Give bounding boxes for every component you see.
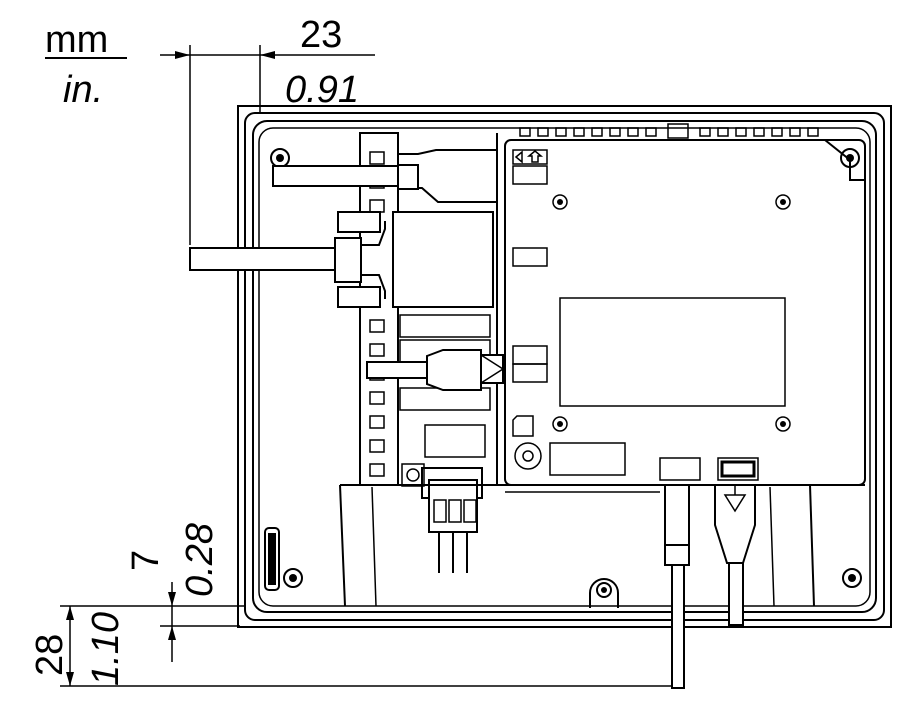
dimension-connector-depth: 23 0.91 [160,14,375,245]
dimension-total-depth: 28 1.10 [29,605,672,687]
housing-outer [237,105,892,628]
housing-inner-2 [258,127,871,607]
sd-slot [512,415,534,437]
housing-rim [244,112,885,621]
label-plate [549,442,626,476]
usb-cables [664,484,756,689]
screw-icon [552,194,568,210]
center-screw-icon [589,578,619,608]
side-connector-block [392,211,494,308]
top-cable-connector [272,149,496,203]
dimension-mm-value: 7 [125,550,167,571]
arrow-symbol-icon [512,149,548,165]
dimension-in-value: 0.91 [285,69,359,111]
plug-terminal [401,463,483,573]
screw-icon [552,416,568,432]
label-plate [512,247,548,267]
dimension-mm-value: 23 [300,14,342,56]
label-plate [512,345,548,365]
unit-mm: mm [45,19,108,61]
side-plug [334,237,362,283]
unit-in: in. [63,69,103,111]
label-plate [512,363,548,383]
dimension-in-value: 0.28 [179,523,221,597]
dimension-bezel-offset: 7 0.28 [125,523,245,662]
latch-slot [264,527,280,591]
dimension-in-value: 1.10 [85,612,127,686]
usb-cable-2 [728,562,744,626]
board-cover [504,123,866,486]
corner-screw-icon [270,148,290,168]
usb-port [659,457,701,481]
vent-slots [519,123,819,139]
usb-plug [664,484,690,566]
housing [237,105,892,628]
dimension-mm-value: 28 [29,634,71,676]
board-cover-outline [504,139,866,486]
arrowhead-left [175,51,190,59]
top-cable [272,165,419,187]
corner-screw-icon [842,568,862,588]
middle-cable-connector [366,349,505,391]
side-cable-body [189,247,336,271]
middle-cable [366,361,428,379]
side-cable [189,211,494,308]
usb-plug-2 [714,484,756,564]
screw-icon [775,416,791,432]
rail-slots [369,151,385,477]
button-icon [514,442,542,470]
unit-legend: mm in. [45,19,127,111]
usb-cable [671,564,685,689]
usb-port [717,457,759,481]
screw-icon [775,194,791,210]
housing-inner [252,120,877,613]
label-plate [512,165,548,185]
product-label-area [559,297,786,407]
lower-housing [339,484,865,607]
corner-screw-icon [283,568,303,588]
arrowhead-right [260,51,275,59]
